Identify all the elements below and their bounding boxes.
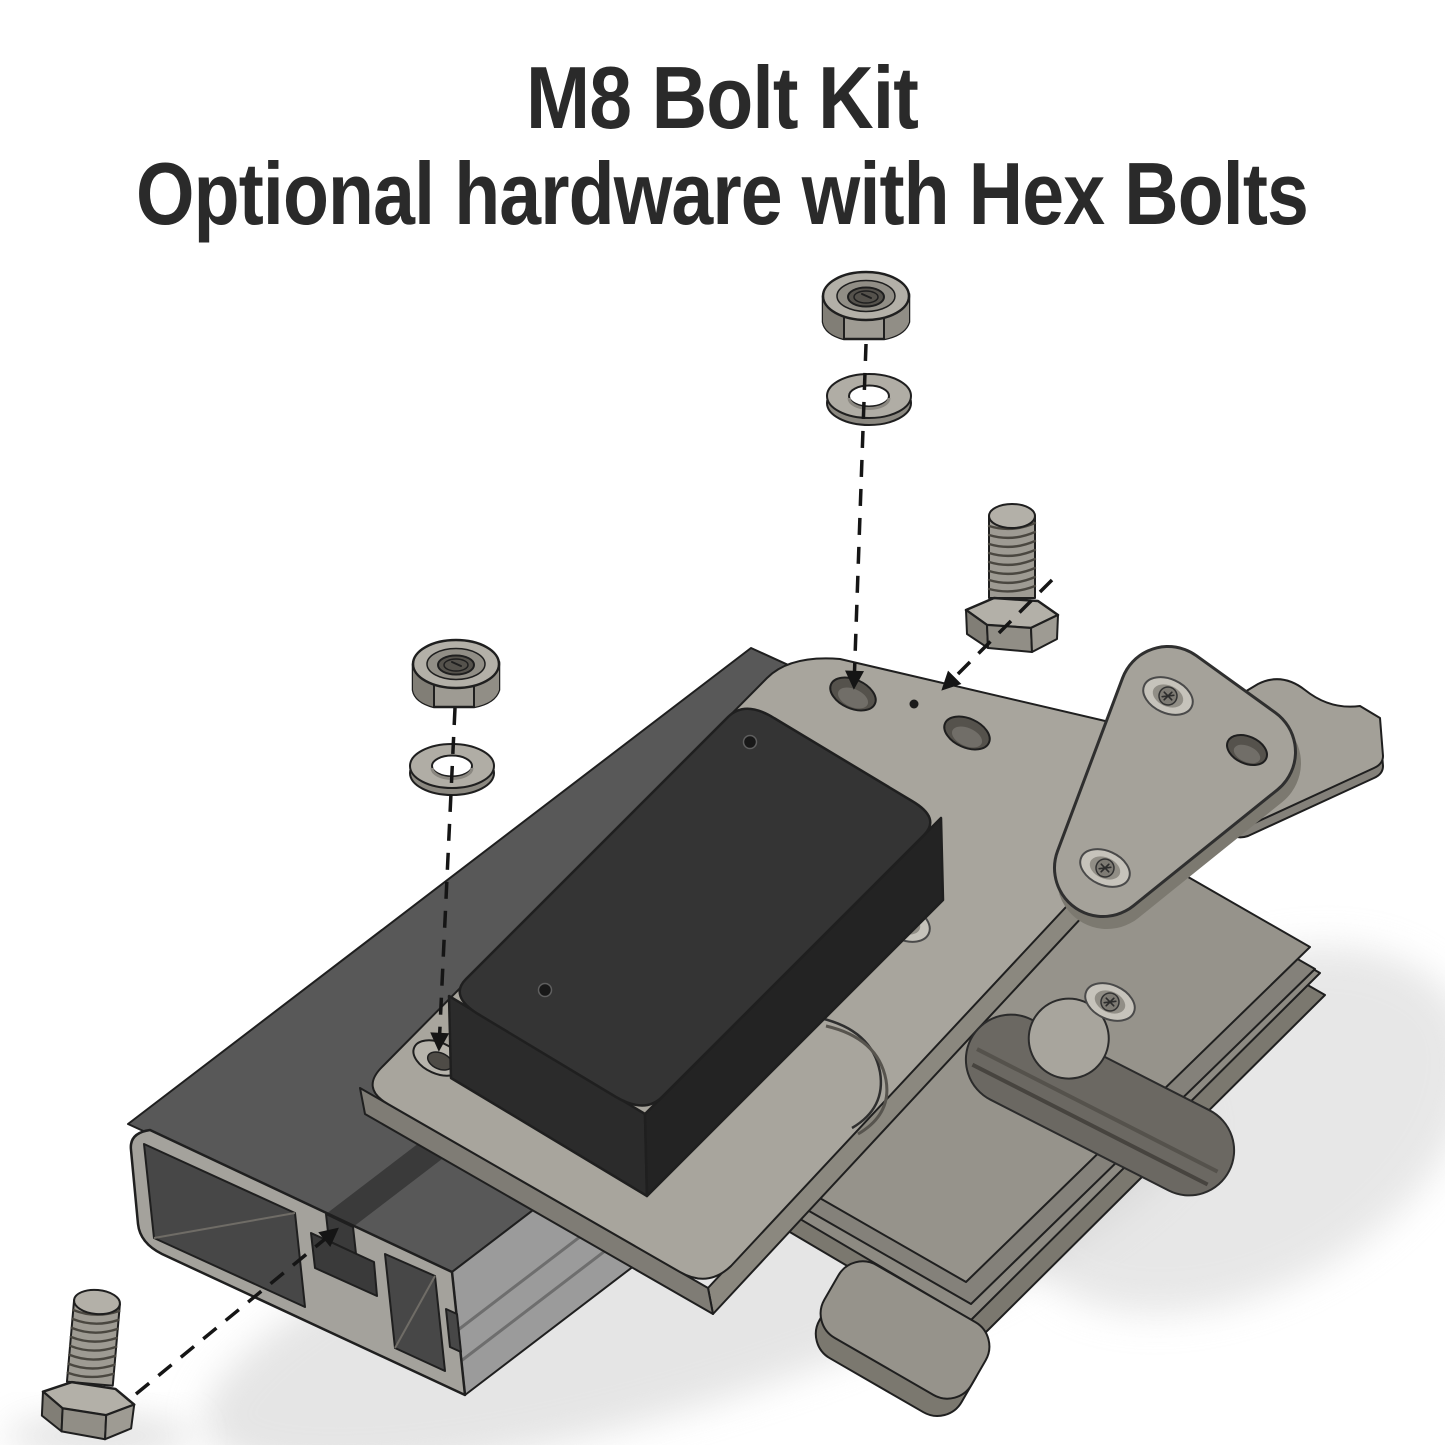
black-spacer-block	[447, 707, 945, 1198]
clamp-finger-edge	[819, 1016, 883, 1130]
lock-nut-left	[411, 638, 501, 709]
plate-hole-top-left	[829, 676, 877, 712]
plate-hole-top-right	[943, 715, 991, 751]
plate-pilot-dot	[909, 699, 919, 709]
clamp-finger-edge-lower	[825, 1024, 889, 1136]
axis-line-bottom-bolt	[134, 1227, 339, 1396]
rail-side-notch	[445, 1308, 462, 1353]
lock-nut-top	[821, 270, 911, 341]
plate-hook-cutout	[964, 997, 1236, 1197]
arm-top-face	[1056, 648, 1294, 915]
block-top-face	[458, 707, 932, 1107]
flat-washer-top	[825, 372, 913, 427]
arm-free-hole	[1226, 733, 1268, 767]
axis-line-right-bolt	[941, 578, 1054, 691]
assembly-axis-lines	[134, 343, 1054, 1396]
hex-bolt-lower-left	[38, 1284, 146, 1443]
linkage-arm	[1053, 645, 1301, 929]
rail-tslot-channel	[310, 1232, 378, 1297]
hex-bolt-upper-right	[964, 502, 1060, 654]
block-screw-dot-1	[742, 734, 758, 750]
title-line-1: M8 Bolt Kit	[526, 48, 919, 147]
block-screw-dot-2	[537, 982, 553, 998]
stack-front-tab	[814, 1260, 991, 1417]
title-line-2: Optional hardware with Hex Bolts	[136, 144, 1308, 243]
